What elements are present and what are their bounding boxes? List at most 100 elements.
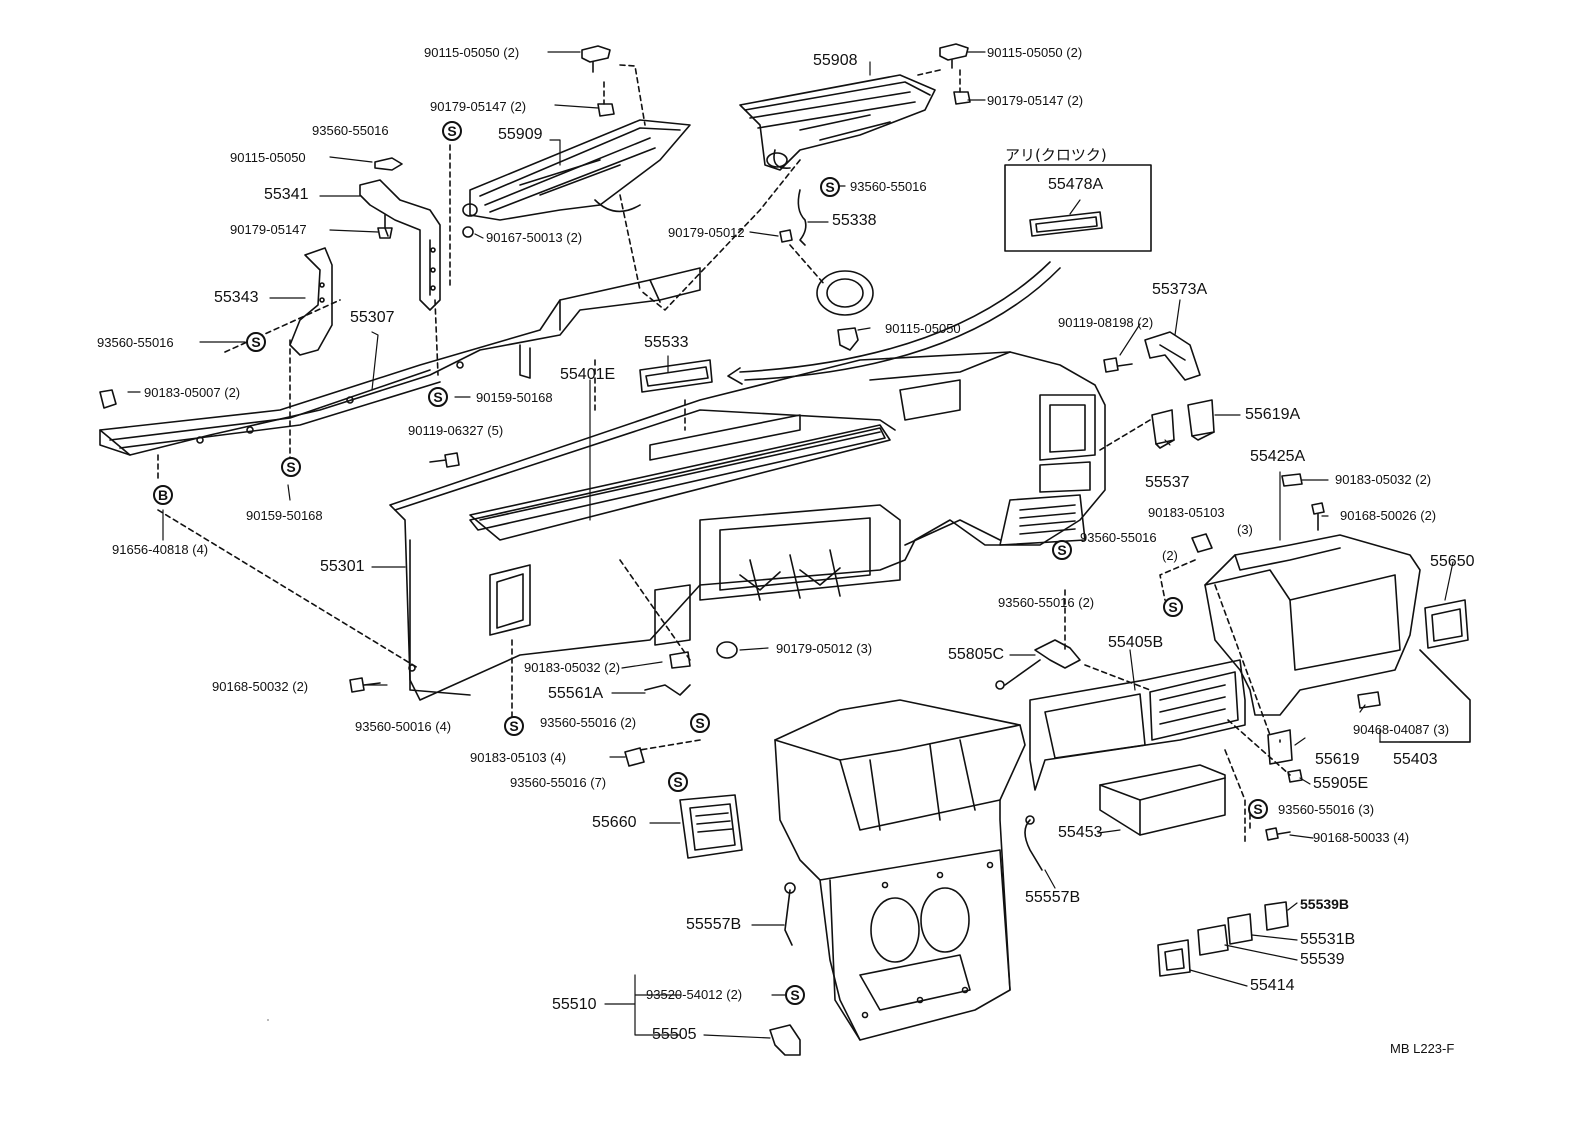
- label-55557B-left: 55557B: [686, 916, 742, 933]
- clip-90183-05032-center: [669, 651, 691, 669]
- part-55619A: [1187, 399, 1215, 441]
- label-93560-50016-4: 93560-50016 (4): [355, 719, 452, 734]
- clip-90179-top-left: [597, 103, 615, 117]
- label-55660: 55660: [592, 814, 637, 831]
- clip-90468-04087: [1357, 691, 1381, 709]
- bolt-90119-08198: [1103, 357, 1133, 373]
- note-title: アリ(クロツク): [1005, 146, 1107, 164]
- clip-90183-05103-4: [624, 747, 645, 767]
- 55478A-box: [1004, 164, 1152, 252]
- clip-90179-top-right: [953, 91, 971, 105]
- label-93560-55016-7: 93560-55016 (7): [510, 775, 607, 790]
- part-55619: [1267, 729, 1293, 765]
- part-55905E: [1287, 769, 1303, 783]
- label-90119-08198-2: 90119-08198 (2): [1058, 315, 1154, 330]
- dashboard-55301: [389, 351, 1106, 701]
- label-55478A: 55478A: [1048, 176, 1104, 193]
- label-93560-55016-d: 93560-55016: [1080, 530, 1157, 545]
- label-55531B: 55531B: [1300, 931, 1356, 948]
- label-55505: 55505: [652, 1026, 697, 1043]
- label-55403: 55403: [1393, 751, 1438, 768]
- vent-55660: [679, 794, 743, 859]
- part-55539B: [1264, 901, 1289, 931]
- label-90159-50168-b: 90159-50168: [246, 508, 323, 523]
- part-55338: [779, 189, 874, 351]
- label-55341: 55341: [264, 186, 309, 203]
- symbol-s-a: S: [442, 121, 462, 141]
- symbol-s-i: S: [690, 713, 710, 733]
- bracket-55505: [769, 1024, 801, 1056]
- bolt-90168-50033: [1265, 827, 1291, 841]
- label-55908: 55908: [813, 52, 858, 69]
- label-90115-05050-b: 90115-05050: [885, 321, 961, 336]
- part-55533: [639, 359, 713, 393]
- label-90183-05103: 90183-05103: [1148, 505, 1225, 520]
- label-55557B-right: 55557B: [1025, 889, 1081, 906]
- part-55531B: [1227, 913, 1253, 945]
- label-55338: 55338: [832, 212, 877, 229]
- label-90168-50033-4: 90168-50033 (4): [1313, 830, 1410, 845]
- bolt-90119-06327: [429, 452, 460, 468]
- clip-90183-05007: [99, 389, 117, 409]
- label-93560-55016-b: 93560-55016: [850, 179, 927, 194]
- label-55373A: 55373A: [1152, 281, 1208, 298]
- label-55414: 55414: [1250, 977, 1295, 994]
- label-55619A: 55619A: [1245, 406, 1301, 423]
- label-93560-55016-2-center: 93560-55016 (2): [540, 715, 637, 730]
- label-55537: 55537: [1145, 474, 1190, 491]
- label-55905E: 55905E: [1313, 775, 1369, 792]
- label-90159-50168-a: 90159-50168: [476, 390, 553, 405]
- symbol-s-f: S: [1052, 540, 1072, 560]
- part-55805C: [995, 639, 1081, 690]
- label-90179-05012: 90179-05012: [668, 225, 745, 240]
- clip-90179-05012-3: [716, 641, 738, 659]
- wire-55557B-right: [1024, 815, 1043, 871]
- label-55343: 55343: [214, 289, 259, 306]
- bezel-55405B: [1029, 659, 1246, 791]
- part-55478A: [1029, 211, 1103, 237]
- duct-55908: [739, 74, 936, 171]
- label-90183-05103-4: 90183-05103 (4): [470, 750, 567, 765]
- label-55561A: 55561A: [548, 685, 604, 702]
- part-55561A: [644, 684, 691, 696]
- label-55307: 55307: [350, 309, 395, 326]
- label-90179-05012-3: 90179-05012 (3): [776, 641, 873, 656]
- symbol-s-l: S: [785, 985, 805, 1005]
- label-55909: 55909: [498, 126, 543, 143]
- label-91656-40818-4: 91656-40818 (4): [112, 542, 209, 557]
- label-55539B: 55539B: [1300, 896, 1350, 912]
- label-90115-05050-a: 90115-05050: [230, 150, 306, 165]
- drawing-code: MB L223-F: [1390, 1041, 1455, 1056]
- symbol-s-h: S: [504, 716, 524, 736]
- label-qty-2: (2): [1162, 548, 1178, 563]
- label-90115-05050-2-left: 90115-05050 (2): [424, 45, 520, 60]
- label-90168-50032-2: 90168-50032 (2): [212, 679, 309, 694]
- label-55425A: 55425A: [1250, 448, 1306, 465]
- clip-90115-top-right: [939, 43, 969, 69]
- clip-90115-top-left: [581, 45, 611, 73]
- label-93560-55016-c: 93560-55016: [97, 335, 174, 350]
- label-90179-05147: 90179-05147: [230, 222, 307, 237]
- label-55453: 55453: [1058, 824, 1103, 841]
- label-90119-06327-5: 90119-06327 (5): [408, 423, 504, 438]
- label-93560-55016-2-right: 93560-55016 (2): [998, 595, 1095, 610]
- label-90183-05032-2-right: 90183-05032 (2): [1335, 472, 1432, 487]
- label-55533: 55533: [644, 334, 689, 351]
- part-55539: [1197, 924, 1229, 956]
- leader-lines: [127, 51, 1471, 1039]
- hood-55425A: [1204, 534, 1421, 716]
- wire-55557B-left: [784, 882, 796, 946]
- label-90468-04087-3: 90468-04087 (3): [1353, 722, 1450, 737]
- label-90115-05050-2-right: 90115-05050 (2): [987, 45, 1083, 60]
- bracket-55373A: [1144, 331, 1201, 381]
- pocket-55453: [1099, 764, 1226, 836]
- label-55619: 55619: [1315, 751, 1360, 768]
- symbol-s-b: S: [820, 177, 840, 197]
- label-55510: 55510: [552, 996, 597, 1013]
- label-90183-05007-2: 90183-05007 (2): [144, 385, 241, 400]
- label-90167-50013-2: 90167-50013 (2): [486, 230, 583, 245]
- label-90179-05147-2-left: 90179-05147 (2): [430, 99, 527, 114]
- label-90179-05147-2-right: 90179-05147 (2): [987, 93, 1084, 108]
